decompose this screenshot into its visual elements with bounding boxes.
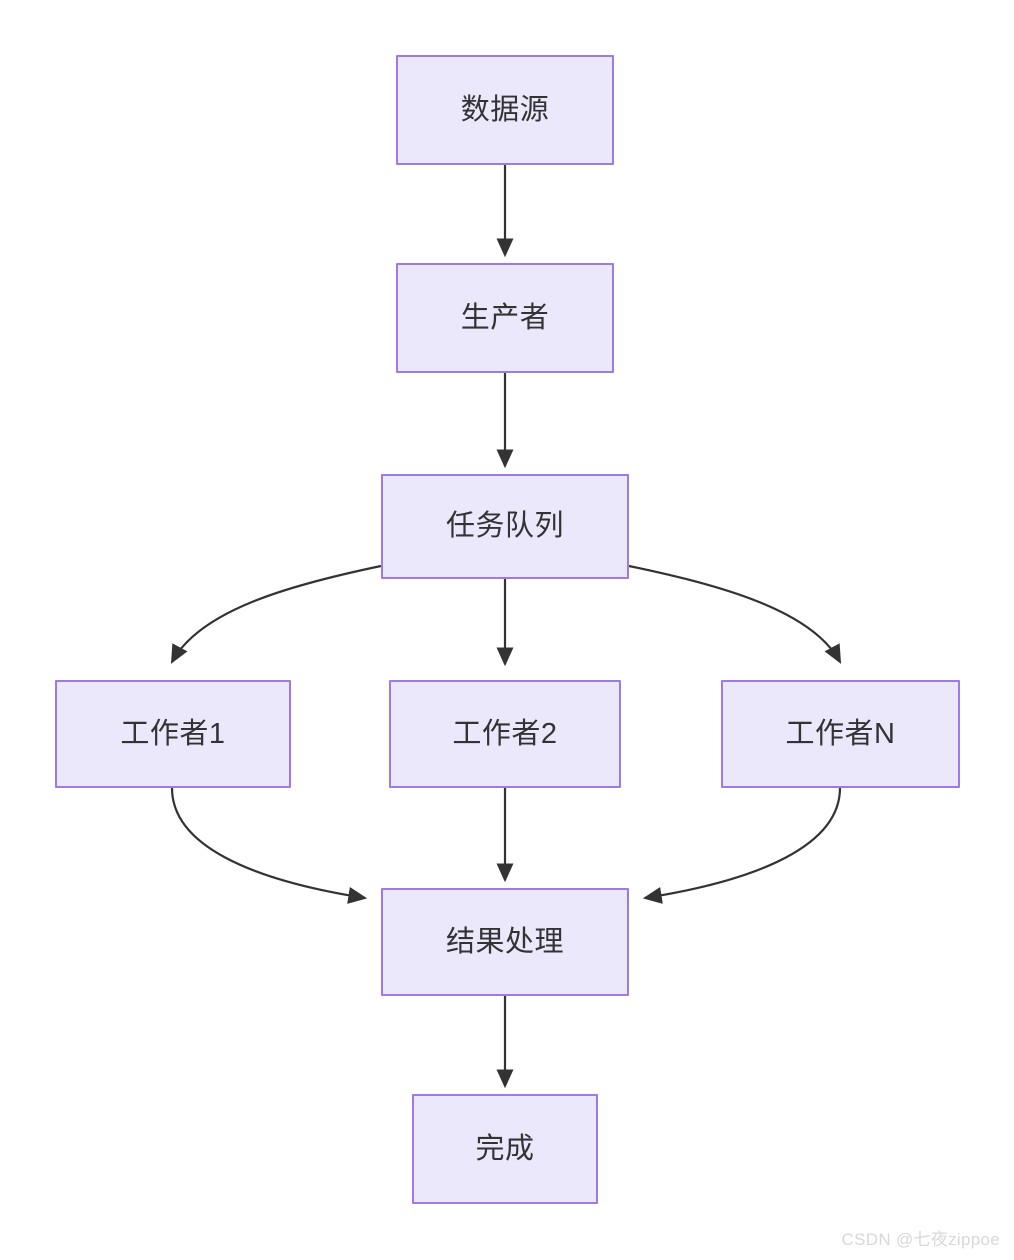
edge-worker-1-to-result-handle xyxy=(170,787,368,904)
edge-task-queue-to-worker-n xyxy=(628,564,842,664)
node-result-handler[interactable]: 结果处理 xyxy=(381,888,629,996)
csdn-watermark: CSDN @七夜zippoe xyxy=(841,1230,1000,1249)
node-producer[interactable]: 生产者 xyxy=(396,263,614,373)
node-label: 工作者2 xyxy=(452,717,558,750)
node-label: 工作者N xyxy=(785,717,896,750)
edge-worker-n-to-result-handle xyxy=(642,787,842,904)
node-worker-n[interactable]: 工作者N xyxy=(721,680,960,788)
edge-task-queue-to-worker-1 xyxy=(170,564,382,664)
node-done[interactable]: 完成 xyxy=(412,1094,598,1204)
node-worker-2[interactable]: 工作者2 xyxy=(389,680,621,788)
node-data-source[interactable]: 数据源 xyxy=(396,55,614,165)
node-label: 完成 xyxy=(475,1132,535,1165)
node-label: 工作者1 xyxy=(120,717,226,750)
node-label: 数据源 xyxy=(460,93,550,126)
node-worker-1[interactable]: 工作者1 xyxy=(55,680,291,788)
node-label: 生产者 xyxy=(460,301,550,334)
node-label: 任务队列 xyxy=(445,510,564,542)
node-task-queue[interactable]: 任务队列 xyxy=(381,474,629,579)
node-label: 结果处理 xyxy=(445,925,564,958)
